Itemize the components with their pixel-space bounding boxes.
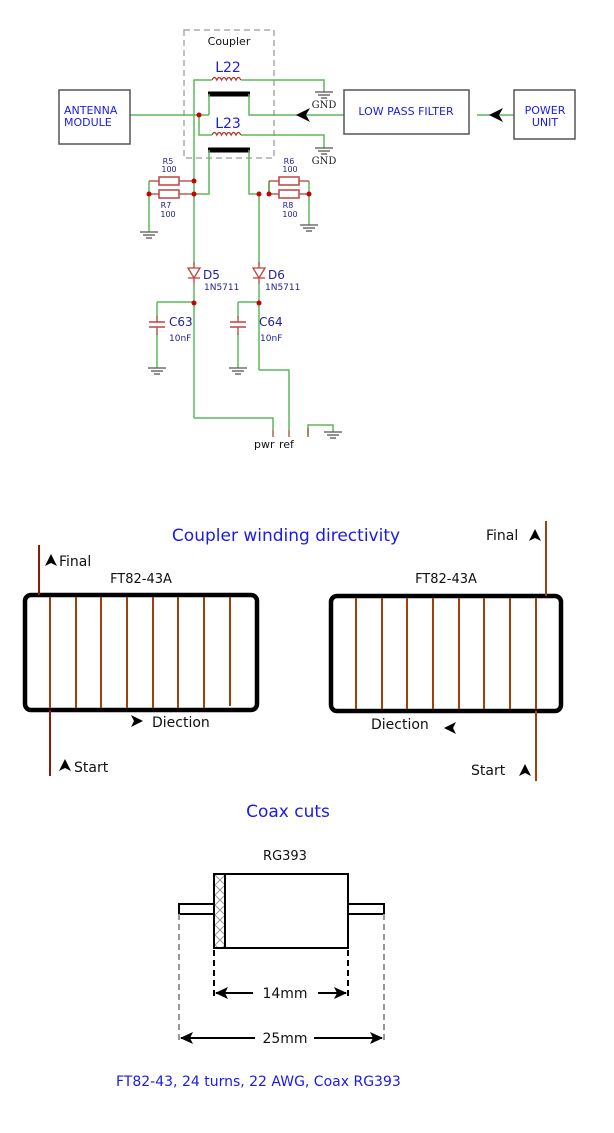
toroid-right-turns — [355, 598, 537, 709]
resistor-r7 — [149, 189, 194, 199]
arrow-up-start-right — [519, 764, 531, 776]
resistor-label-r7: R7 — [161, 201, 172, 210]
resistor-label-r5: R5 — [163, 157, 174, 166]
arrow-from-power — [489, 108, 503, 122]
capacitor-c63 — [149, 316, 165, 335]
diode-part-d5: 1N5711 — [204, 283, 239, 293]
junction-nodes — [146, 112, 312, 306]
power-unit-block: POWER UNIT — [513, 89, 576, 140]
ground-icon — [300, 224, 318, 232]
final-label-left: Final — [59, 554, 91, 570]
ground-icon — [315, 91, 333, 99]
resistor-r5 — [149, 176, 194, 186]
connector-label-pwr: pwr — [254, 438, 275, 451]
total-length-label: 25mm — [262, 1031, 307, 1047]
capacitor-c64 — [230, 316, 246, 335]
center-conductor-right — [347, 903, 385, 915]
inner-length-label: 14mm — [262, 986, 307, 1002]
wires — [130, 79, 515, 435]
toroid-left-turns — [49, 597, 231, 708]
ground-symbols — [140, 91, 342, 439]
direction-label-left: Diection — [152, 715, 210, 731]
direction-label-right: Diection — [371, 717, 429, 733]
diode-label-d6: D6 — [268, 268, 285, 282]
diode-d6 — [251, 262, 267, 284]
coupler-boundary — [183, 29, 275, 159]
antenna-module-label-line1: ANTENNA — [64, 104, 118, 117]
resistor-r8 — [269, 189, 309, 199]
resistor-label-r8: R8 — [283, 201, 294, 210]
ground-icon — [315, 147, 333, 155]
core-label-left: FT82-43A — [110, 572, 172, 587]
resistor-r6 — [269, 176, 309, 186]
core-label-right: FT82-43A — [415, 572, 477, 587]
gnd-label-bottom: GND — [312, 156, 337, 167]
coupler-label: Coupler — [208, 35, 251, 48]
winding-title: Coupler winding directivity — [172, 526, 400, 546]
resistor-value-r6: 100 — [282, 165, 297, 174]
ground-icon — [148, 367, 166, 375]
direction-arrow-right — [131, 715, 143, 727]
low-pass-filter-label: LOW PASS FILTER — [358, 105, 454, 118]
ground-icon — [140, 231, 158, 239]
inductor-label-l23: L23 — [215, 116, 241, 132]
capacitor-label-c63: C63 — [169, 315, 193, 329]
start-label-left: Start — [74, 760, 109, 776]
arrow-up-final-right — [529, 529, 541, 541]
connector-label-ref: ref — [279, 438, 295, 451]
final-label-right: Final — [486, 528, 518, 544]
resistor-value-r7: 100 — [160, 210, 175, 219]
coax-cable-label: RG393 — [263, 849, 307, 864]
capacitor-value-c63: 10nF — [169, 334, 191, 344]
toroid-right — [328, 521, 564, 781]
start-label-right: Start — [471, 763, 506, 779]
direction-arrow-left — [444, 722, 456, 734]
antenna-module-label-line2: MODULE — [64, 116, 112, 129]
coax-drawing — [178, 873, 385, 1044]
inductor-l22 — [211, 76, 242, 82]
diode-part-d6: 1N5711 — [265, 283, 300, 293]
resistor-label-r6: R6 — [284, 157, 295, 166]
footer-note: FT82-43, 24 turns, 22 AWG, Coax RG393 — [116, 1074, 401, 1090]
inductor-label-l22: L22 — [215, 60, 241, 76]
antenna-module-block: ANTENNA MODULE — [58, 89, 131, 145]
coax-title: Coax cuts — [246, 802, 330, 822]
arrow-up-final-left — [45, 554, 57, 566]
diode-d5 — [186, 262, 202, 284]
power-unit-label-line2: UNIT — [532, 116, 559, 129]
toroid-left — [22, 545, 260, 776]
capacitor-value-c64: 10nF — [260, 334, 282, 344]
gnd-label-top: GND — [312, 100, 337, 111]
inductor-l23 — [211, 131, 242, 137]
diode-label-d5: D5 — [203, 268, 220, 282]
capacitor-label-c64: C64 — [259, 315, 283, 329]
arrow-from-lpf — [296, 108, 310, 122]
resistor-value-r5: 100 — [161, 165, 176, 174]
power-unit-label-line1: POWER — [525, 104, 566, 117]
arrow-up-start-left — [59, 759, 71, 771]
ground-icon — [229, 367, 247, 375]
coax-jacket — [213, 873, 349, 949]
low-pass-filter-block: LOW PASS FILTER — [343, 89, 470, 135]
center-conductor-left — [178, 903, 215, 915]
coax-braid — [213, 873, 226, 949]
resistor-value-r8: 100 — [282, 210, 297, 219]
ground-icon — [324, 431, 342, 439]
